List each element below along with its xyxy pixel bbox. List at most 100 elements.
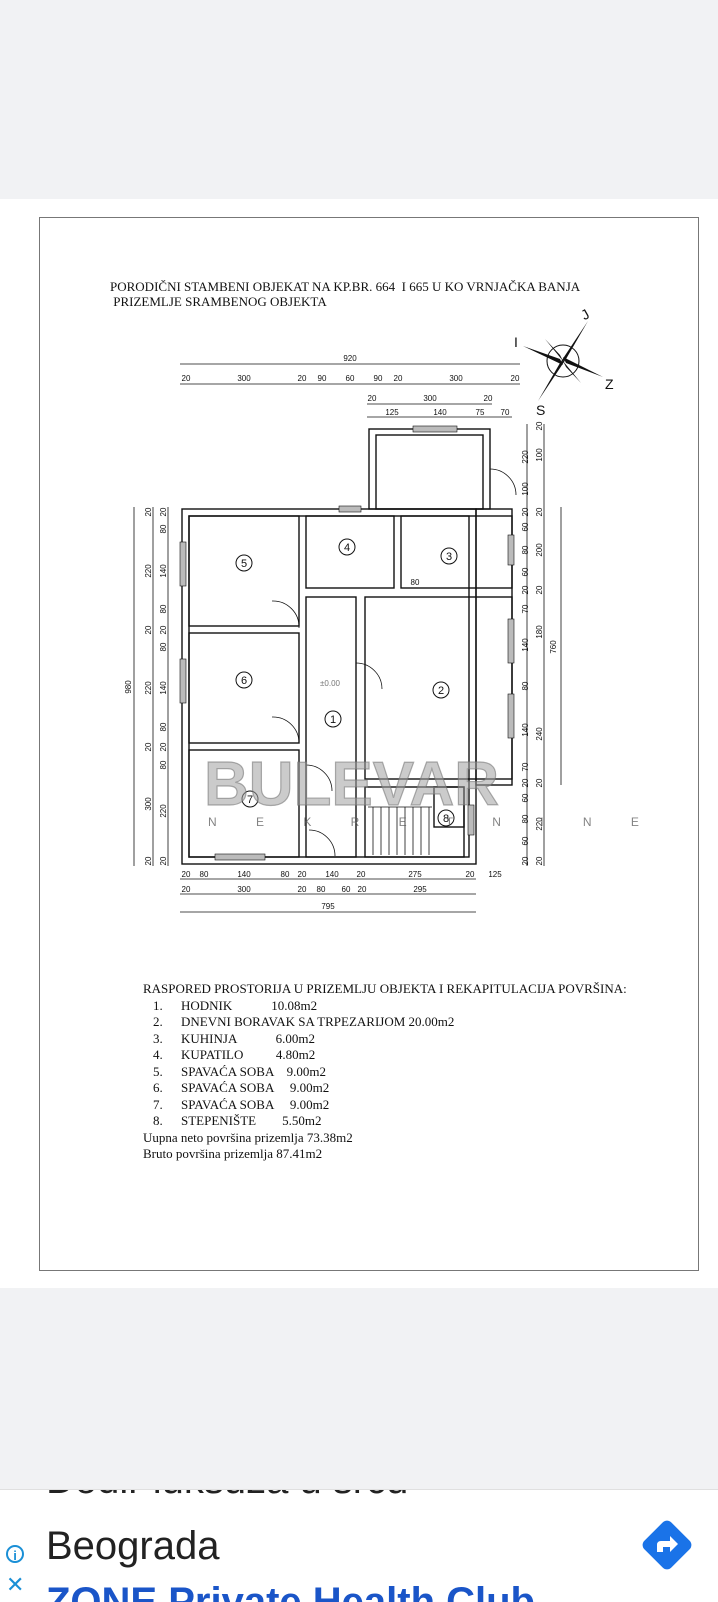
room-number-markers <box>235 538 458 827</box>
legend-row-num: 7. <box>153 1096 163 1112</box>
dim-left-2: 20 <box>144 625 153 634</box>
dim-left-in-1: 80 <box>159 524 168 533</box>
dim-right-in-6: 140 <box>521 638 530 652</box>
dim-top-5: 90 <box>374 374 383 383</box>
dim-right-in-9: 70 <box>521 762 530 771</box>
compass-rose: J S I Z <box>514 306 614 418</box>
plan-title-line2: PRIZEMLJE SRAMBENOG OBJEKTA <box>110 294 327 309</box>
legend-row-text: DNEVNI BORAVAK SA TRPEZARIJOM 20.00m2 <box>181 1014 455 1029</box>
dim-right-out-2: 20 <box>535 585 544 594</box>
dim-right-annex-1: 100 <box>535 448 544 462</box>
dim-right-in-7: 80 <box>521 681 530 690</box>
dim-kitchen-gap: 80 <box>411 578 420 587</box>
legend-row-num: 1. <box>153 997 163 1013</box>
dim-right-in-12: 80 <box>521 814 530 823</box>
dim-right-out-1: 200 <box>535 543 544 557</box>
dim-bot-4: 20 <box>298 870 307 879</box>
legend-row-num: 8. <box>153 1113 163 1128</box>
compass-north: J <box>578 306 592 323</box>
viewer-bottom-area <box>0 1288 718 1488</box>
room-1-label: 1 <box>330 714 336 726</box>
dim-left-6: 20 <box>144 856 153 865</box>
room-2-label: 2 <box>438 685 444 697</box>
dim-top-0: 20 <box>182 374 191 383</box>
level-mark: ±0.00 <box>320 679 341 688</box>
door-swings <box>271 468 517 857</box>
plan-title: PORODIČNI STAMBENI OBJEKAT NA KP.BR. 664… <box>110 279 580 309</box>
plan-title-line1: PORODIČNI STAMBENI OBJEKAT NA KP.BR. 664… <box>110 279 581 294</box>
legend-row-num: 6. <box>153 1080 163 1095</box>
ad-headline-top[interactable]: Dodir luksuza u srcu <box>46 1490 408 1503</box>
legend-row-text: SPAVAĆA SOBA 9.00m2 <box>181 1096 330 1112</box>
plan-frame <box>39 217 699 1271</box>
dim-right-in-5: 70 <box>521 604 530 613</box>
dim-bot-1: 80 <box>200 870 209 879</box>
dim-bot-8: 20 <box>466 870 475 879</box>
dim-top-1: 300 <box>237 374 251 383</box>
dim-top-2: 20 <box>298 374 307 383</box>
dim-right-in-11: 60 <box>521 793 530 802</box>
legend-row: 4.KUPATILO 4.80m2 <box>143 1047 627 1064</box>
legend-row-text: SPAVAĆA SOBA 9.00m2 <box>181 1080 330 1095</box>
watermark: BULEVAR N E K R E T N I N E <box>203 749 657 829</box>
room-legend: RASPORED PROSTORIJA U PRIZEMLJU OBJEKTA … <box>143 981 627 1163</box>
compass-west: I <box>514 334 518 350</box>
legend-row: 1.HODNIK 10.08m2 <box>143 998 627 1015</box>
dim-left-in-0: 20 <box>159 507 168 516</box>
floor-plan-image[interactable]: PORODIČNI STAMBENI OBJEKAT NA KP.BR. 664… <box>0 199 718 1288</box>
legend-row: 8.STEPENIŠTE 5.50m2 <box>143 1113 627 1130</box>
floor-plan-drawing: 1 2 3 4 5 6 7 8 ±0.00 <box>124 306 657 913</box>
legend-row: 7. SPAVAĆA SOBA 9.00m2 <box>143 1097 627 1114</box>
dim-right-out-4: 240 <box>535 727 544 741</box>
dim-right-in-4: 20 <box>521 585 530 594</box>
level-mark-text: ±0.00 <box>320 679 341 688</box>
watermark-subtext: N E K R E T N I N E <box>208 815 657 829</box>
ad-headline[interactable]: Beograda <box>46 1524 220 1568</box>
ad-advertiser[interactable]: ZONE Private Health Club <box>46 1580 535 1602</box>
dim-right-out-5: 20 <box>535 778 544 787</box>
dim-bot2-4: 60 <box>342 885 351 894</box>
legend-row: 5.SPAVAĆA SOBA 9.00m2 <box>143 1064 627 1081</box>
dim-right-in-3: 60 <box>521 567 530 576</box>
legend-row: 3.KUHINJA 6.00m2 <box>143 1031 627 1048</box>
room-8-label: 8 <box>443 813 449 825</box>
dim-left-in-5: 80 <box>159 642 168 651</box>
legend-row: 2. DNEVNI BORAVAK SA TRPEZARIJOM 20.00m2 <box>143 1014 627 1031</box>
dim-bot2-6: 295 <box>413 885 427 894</box>
legend-row-num: 4. <box>153 1047 163 1062</box>
dim-left-in-3: 80 <box>159 604 168 613</box>
dim-right-total: 760 <box>549 640 558 654</box>
dim-top-total: 920 <box>343 354 357 363</box>
legend-row-num: 2. <box>153 1014 163 1029</box>
ad-info-icon[interactable]: i <box>6 1545 24 1563</box>
room-7-label: 7 <box>247 794 253 806</box>
room-3-label: 3 <box>446 551 452 563</box>
viewer-top-area <box>0 0 718 199</box>
legend-row: 6. SPAVAĆA SOBA 9.00m2 <box>143 1080 627 1097</box>
dim-left-in-9: 80 <box>159 760 168 769</box>
dim-right-in-2: 80 <box>521 545 530 554</box>
dim-left-in-4: 20 <box>159 625 168 634</box>
dim-right-out-6: 220 <box>535 817 544 831</box>
dim-bot-5: 140 <box>325 870 339 879</box>
dim-bot-9: 125 <box>488 870 502 879</box>
dim-right-in-0: 20 <box>521 507 530 516</box>
legend-heading: RASPORED PROSTORIJA U PRIZEMLJU OBJEKTA … <box>143 981 627 996</box>
ad-directions-icon[interactable] <box>636 1514 698 1576</box>
dim-top-6: 20 <box>394 374 403 383</box>
dim-annex2-2: 75 <box>476 408 485 417</box>
dim-annex-2: 20 <box>484 394 493 403</box>
dim-left-1: 220 <box>144 564 153 578</box>
dim-annex2-3: 70 <box>501 408 510 417</box>
ad-banner[interactable]: Dodir luksuza u srcu Beograda ZONE Priva… <box>0 1489 718 1602</box>
ad-close-icon[interactable]: ✕ <box>6 1572 25 1597</box>
dim-left-in-11: 20 <box>159 856 168 865</box>
dim-bot2-2: 20 <box>298 885 307 894</box>
dim-bot-3: 80 <box>281 870 290 879</box>
dim-bot2-1: 300 <box>237 885 251 894</box>
staircase-steps <box>368 806 432 855</box>
legend-gross-area: Bruto površina prizemlja 87.41m2 <box>143 1146 323 1161</box>
windows <box>179 425 515 861</box>
compass-south: S <box>536 402 545 418</box>
dim-right-out-3: 180 <box>535 625 544 639</box>
